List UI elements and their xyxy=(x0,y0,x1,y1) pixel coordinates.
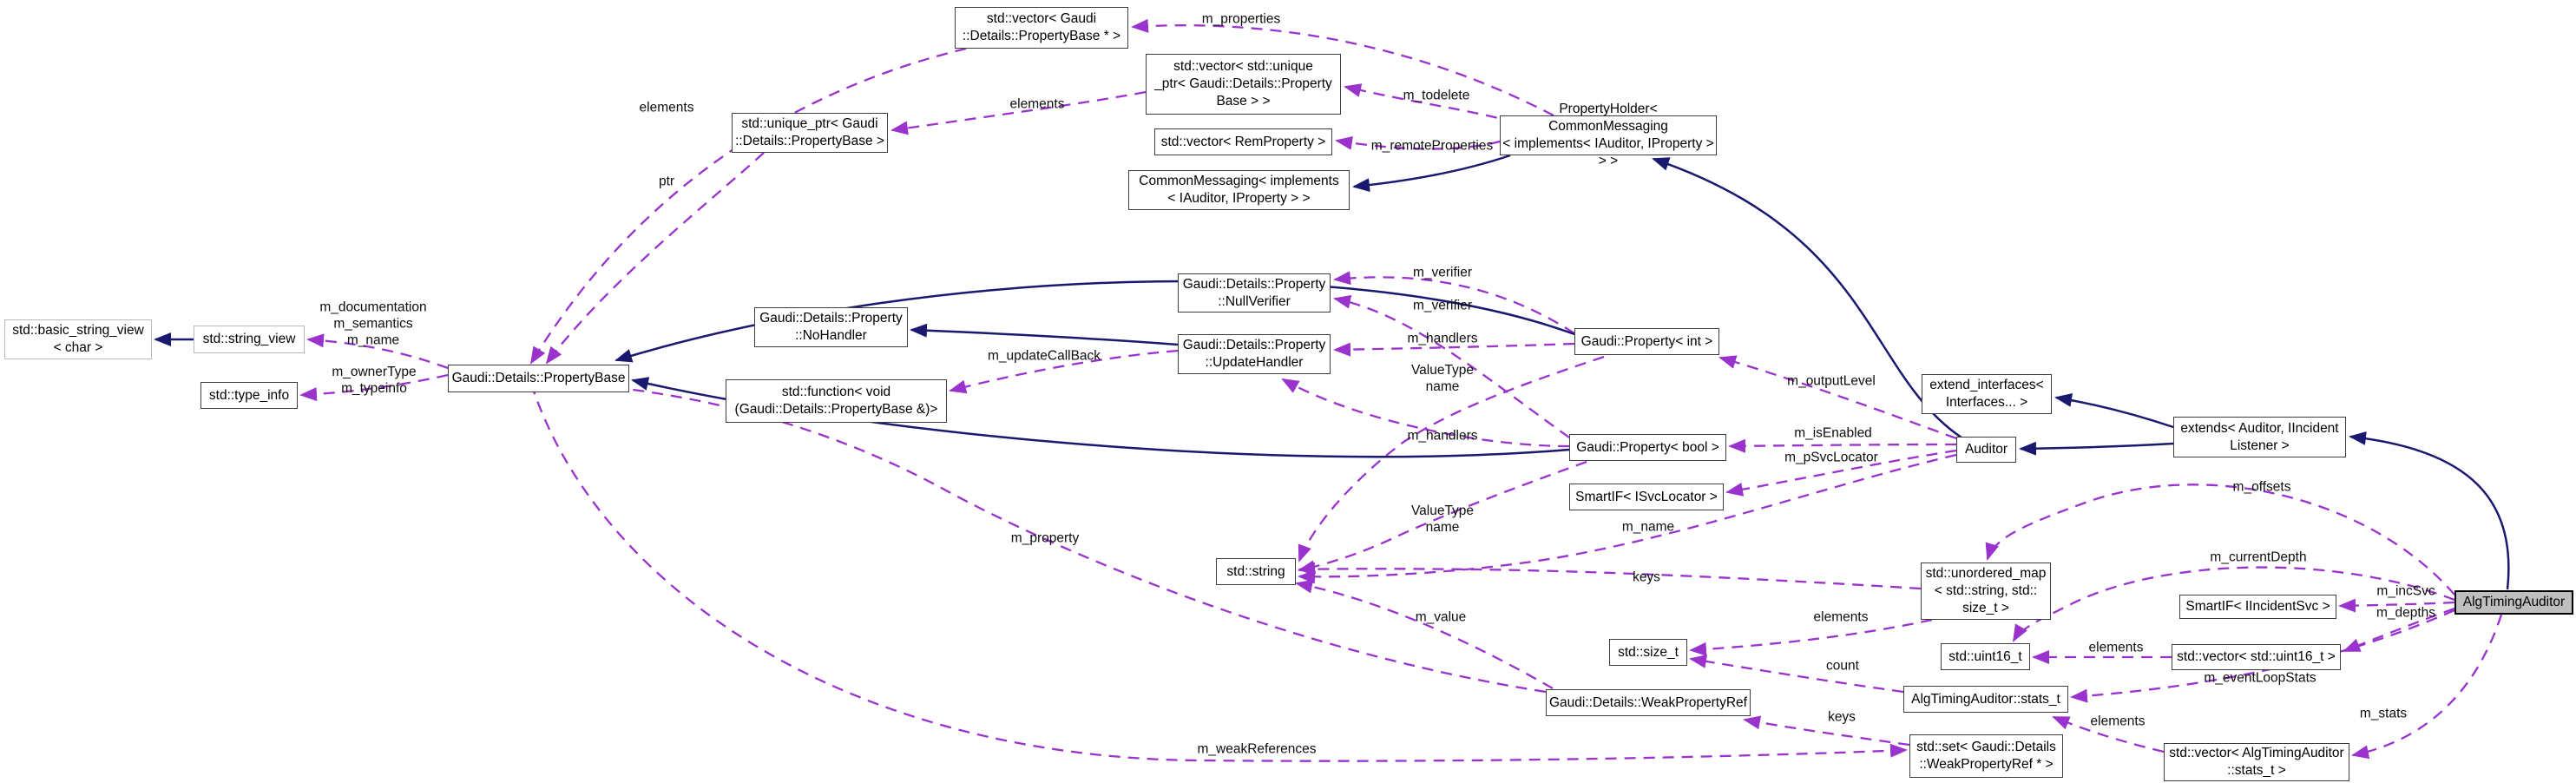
node-std-size-t[interactable]: std::size_t xyxy=(1609,639,1687,666)
edge-inheritance-extends-auditor-to-extend-interfaces xyxy=(2054,393,2174,429)
edge-m_handlers-property-bool-to-update-handler xyxy=(1281,378,1570,448)
edge-m_currentDepth-alg-timing-auditor-to-std-uint16 xyxy=(2013,566,2455,642)
edge-m_name-auditor-to-std-string xyxy=(1298,453,1957,584)
edge-m_verifier-property-int-to-null-verifier xyxy=(1333,271,1575,334)
edge-elements-unordered-map-to-std-size-t xyxy=(1689,618,1933,656)
node-vector-uint16[interactable]: std::vector< std::uint16_t > xyxy=(2172,644,2341,670)
edge-m_value-weak-property-ref-to-std-string xyxy=(1295,579,1554,689)
node-extends-auditor[interactable]: extends< Auditor, IIncident Listener > xyxy=(2173,417,2346,457)
edge-m_outputLevel-auditor-to-property-int xyxy=(1718,355,1957,440)
node-common-messaging[interactable]: CommonMessaging< implements < IAuditor, … xyxy=(1128,170,1350,210)
edge-ValueType-property-bool-to-std-string xyxy=(1298,460,1587,574)
edge-m_todelete-property-holder-to-vector-unique-ptr xyxy=(1344,83,1516,124)
node-stats-t[interactable]: AlgTimingAuditor::stats_t xyxy=(1903,686,2068,713)
node-null-verifier[interactable]: Gaudi::Details::Property ::NullVerifier xyxy=(1178,273,1331,313)
node-set-weakpropertyref[interactable]: std::set< Gaudi::Details ::WeakPropertyR… xyxy=(1909,734,2063,778)
edge-inheritance-alg-timing-auditor-to-extends-auditor xyxy=(2349,431,2510,590)
node-std-string[interactable]: std::string xyxy=(1216,558,1296,585)
node-std-uint16[interactable]: std::uint16_t xyxy=(1941,643,2030,670)
edge-ptr-unique-ptr-to-property-base xyxy=(545,152,765,365)
edge-m_pSvcLocator-auditor-to-smartif-isvclocator xyxy=(1725,449,1957,497)
edge-ValueType-property-int-to-std-string xyxy=(1298,355,1605,563)
node-vector-stats-t[interactable]: std::vector< AlgTimingAuditor ::stats_t … xyxy=(2164,743,2349,781)
edge-m_ownerType-property-base-to-type-info xyxy=(299,373,449,402)
edge-elements-vector-unique-ptr-to-unique-ptr xyxy=(890,90,1147,135)
edge-inheritance-auditor-to-property-holder xyxy=(1652,157,1962,439)
edge-inheritance-property-holder-to-common-messaging xyxy=(1352,154,1511,193)
edge-m_properties-property-holder-to-vector-propertybase-ptr xyxy=(1131,18,1554,117)
node-basic-string-view: std::basic_string_view < char > xyxy=(4,319,152,359)
edge-count-stats-t-to-std-size-t xyxy=(1689,654,1904,694)
node-no-handler[interactable]: Gaudi::Details::Property ::NoHandler xyxy=(754,307,908,347)
node-vector-propertybase-ptr[interactable]: std::vector< Gaudi ::Details::PropertyBa… xyxy=(955,7,1128,49)
node-unique-ptr[interactable]: std::unique_ptr< Gaudi ::Details::Proper… xyxy=(732,113,888,153)
edge-m_offsets-alg-timing-auditor-to-unordered-map xyxy=(1985,484,2455,595)
edge-m_handlers-property-int-to-update-handler xyxy=(1333,342,1575,357)
node-smartif-isvclocator[interactable]: SmartIF< ISvcLocator > xyxy=(1569,484,1724,510)
node-alg-timing-auditor[interactable]: AlgTimingAuditor xyxy=(2454,590,2573,615)
node-unordered-map[interactable]: std::unordered_map < std::string, std:: … xyxy=(1921,563,2051,620)
edge-m_incSvc-alg-timing-auditor-to-smartif-iincidentsvc xyxy=(2338,598,2455,613)
edge-m_updateCallBack-update-handler-to-std-function xyxy=(949,349,1179,394)
node-property-bool[interactable]: Gaudi::Property< bool > xyxy=(1569,434,1726,461)
edge-m_verifier-property-bool-to-null-verifier xyxy=(1333,294,1570,438)
edge-m_weakReferences-property-base-to-set-weakpropertyref xyxy=(529,383,1908,762)
node-vector-unique-ptr[interactable]: std::vector< std::unique _ptr< Gaudi::De… xyxy=(1146,54,1341,115)
node-auditor[interactable]: Auditor xyxy=(1956,437,2016,463)
node-weak-property-ref[interactable]: Gaudi::Details::WeakPropertyRef xyxy=(1546,689,1751,716)
node-update-handler[interactable]: Gaudi::Details::Property ::UpdateHandler xyxy=(1178,334,1331,374)
edge-m_property-weak-property-ref-to-property-base xyxy=(555,376,1547,694)
node-property-base[interactable]: Gaudi::Details::PropertyBase xyxy=(448,365,629,392)
edge-inheritance-update-handler-to-no-handler xyxy=(910,323,1179,346)
edge-m_isEnabled-auditor-to-property-bool xyxy=(1728,438,1957,453)
edge-m_documentation-property-base-to-string-view xyxy=(306,333,449,370)
edge-m_stats-alg-timing-auditor-to-vector-stats-t xyxy=(2351,614,2503,760)
edge-elements-vector-propertybase-ptr-to-property-base xyxy=(529,47,967,365)
node-extend-interfaces[interactable]: extend_interfaces< Interfaces... > xyxy=(1922,374,2052,414)
node-smartif-iincidentsvc[interactable]: SmartIF< IIncidentSvc > xyxy=(2179,595,2336,619)
node-vector-remproperty[interactable]: std::vector< RemProperty > xyxy=(1154,128,1332,155)
node-type-info[interactable]: std::type_info xyxy=(200,382,298,409)
edge-m_remoteProperties-property-holder-to-vector-remproperty xyxy=(1335,135,1501,150)
node-property-holder[interactable]: PropertyHolder< CommonMessaging < implem… xyxy=(1500,102,1717,168)
node-std-function[interactable]: std::function< void (Gaudi::Details::Pro… xyxy=(726,379,947,423)
node-string-view: std::string_view xyxy=(194,326,305,353)
edge-keys-unordered-map-to-std-string xyxy=(1298,562,1922,590)
edge-keys-set-weakpropertyref-to-weak-property-ref xyxy=(1743,715,1910,747)
edge-elements-vector-stats-t-to-stats-t xyxy=(2052,715,2165,753)
edge-inheritance-extends-auditor-to-auditor xyxy=(2019,441,2174,456)
node-property-int[interactable]: Gaudi::Property< int > xyxy=(1574,328,1719,355)
